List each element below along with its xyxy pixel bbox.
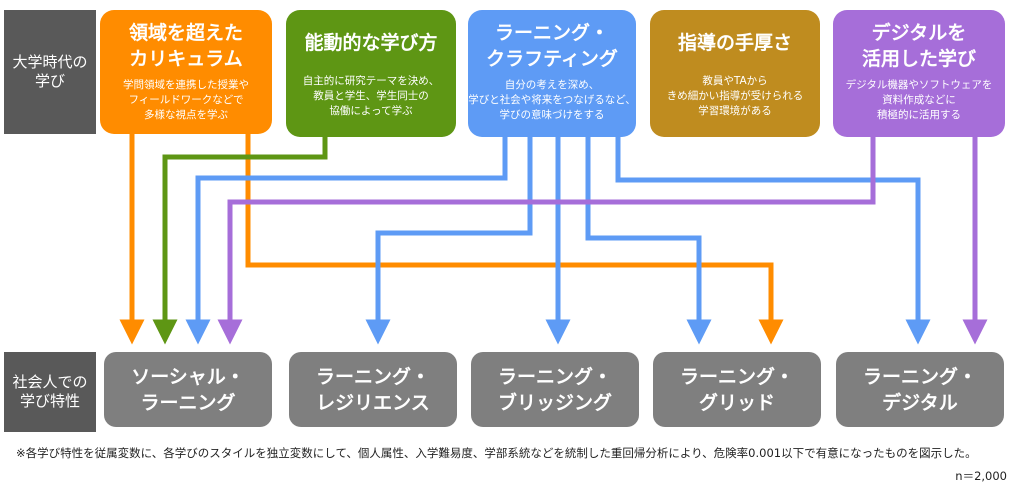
style-desc: 教員やTAから きめ細かい指導が受けられる 学習環境がある: [666, 75, 804, 117]
arrow-digital-to-social: [217, 137, 876, 345]
footnote: ※各学び特性を従属変数に、各学びのスタイルを独立変数にして、個人属性、入学難易度…: [16, 446, 977, 460]
style-title: 指導の手厚さ: [677, 32, 792, 54]
arrow-crafting-to-grid: [585, 137, 712, 345]
arrow-crafting-to-digital: [615, 137, 931, 345]
style-crafting: ラーニング・ クラフティング 自分の考えを深め、 学びと社会や将来をつなげるなど…: [468, 10, 636, 137]
style-curriculum: 領域を超えた カリキュラム 学問領域を連携した授業や フィールドワークなどで 多…: [100, 10, 272, 134]
trait-social-learning: ソーシャル・ ラーニング: [104, 352, 272, 427]
style-guidance: 指導の手厚さ 教員やTAから きめ細かい指導が受けられる 学習環境がある: [650, 10, 820, 137]
arrow-crafting-to-social: [185, 137, 508, 345]
style-title: デジタルを 活用した学び: [861, 22, 976, 70]
trait-learning-resilience: ラーニング・ レジリエンス: [289, 352, 457, 427]
university-label: 大学時代の 学び: [4, 10, 96, 134]
style-title: 能動的な学び方: [304, 32, 438, 54]
trait-learning-digital: ラーニング・ デジタル: [836, 352, 1004, 427]
arrow-crafting-to-resilience: [365, 137, 533, 345]
style-desc: 自主的に研究テーマを決め、 教員と学生、学生同士の 協働によって学ぶ: [302, 75, 440, 117]
style-digital: デジタルを 活用した学び デジタル機器やソフトウェアを 資料作成などに 積極的に…: [833, 10, 1005, 137]
style-title: 領域を超えた カリキュラム: [128, 22, 243, 70]
trait-learning-grid: ラーニング・ グリッド: [653, 352, 821, 427]
trait-learning-bridging: ラーニング・ ブリッジング: [471, 352, 639, 427]
style-desc: 学問領域を連携した授業や フィールドワークなどで 多様な視点を学ぶ: [123, 79, 249, 121]
style-desc: デジタル機器やソフトウェアを 資料作成などに 積極的に活用する: [845, 79, 993, 121]
style-title: ラーニング・ クラフティング: [486, 22, 618, 70]
society-label: 社会人での 学び特性: [4, 352, 96, 432]
sample-size: n＝2,000: [955, 469, 1007, 483]
arrow-active-to-social: [152, 137, 328, 345]
style-active: 能動的な学び方 自主的に研究テーマを決め、 教員と学生、学生同士の 協働によって…: [286, 10, 456, 137]
style-desc: 自分の考えを深め、 学びと社会や将来をつなげるなど、 学びの意味づけをする: [468, 79, 636, 121]
